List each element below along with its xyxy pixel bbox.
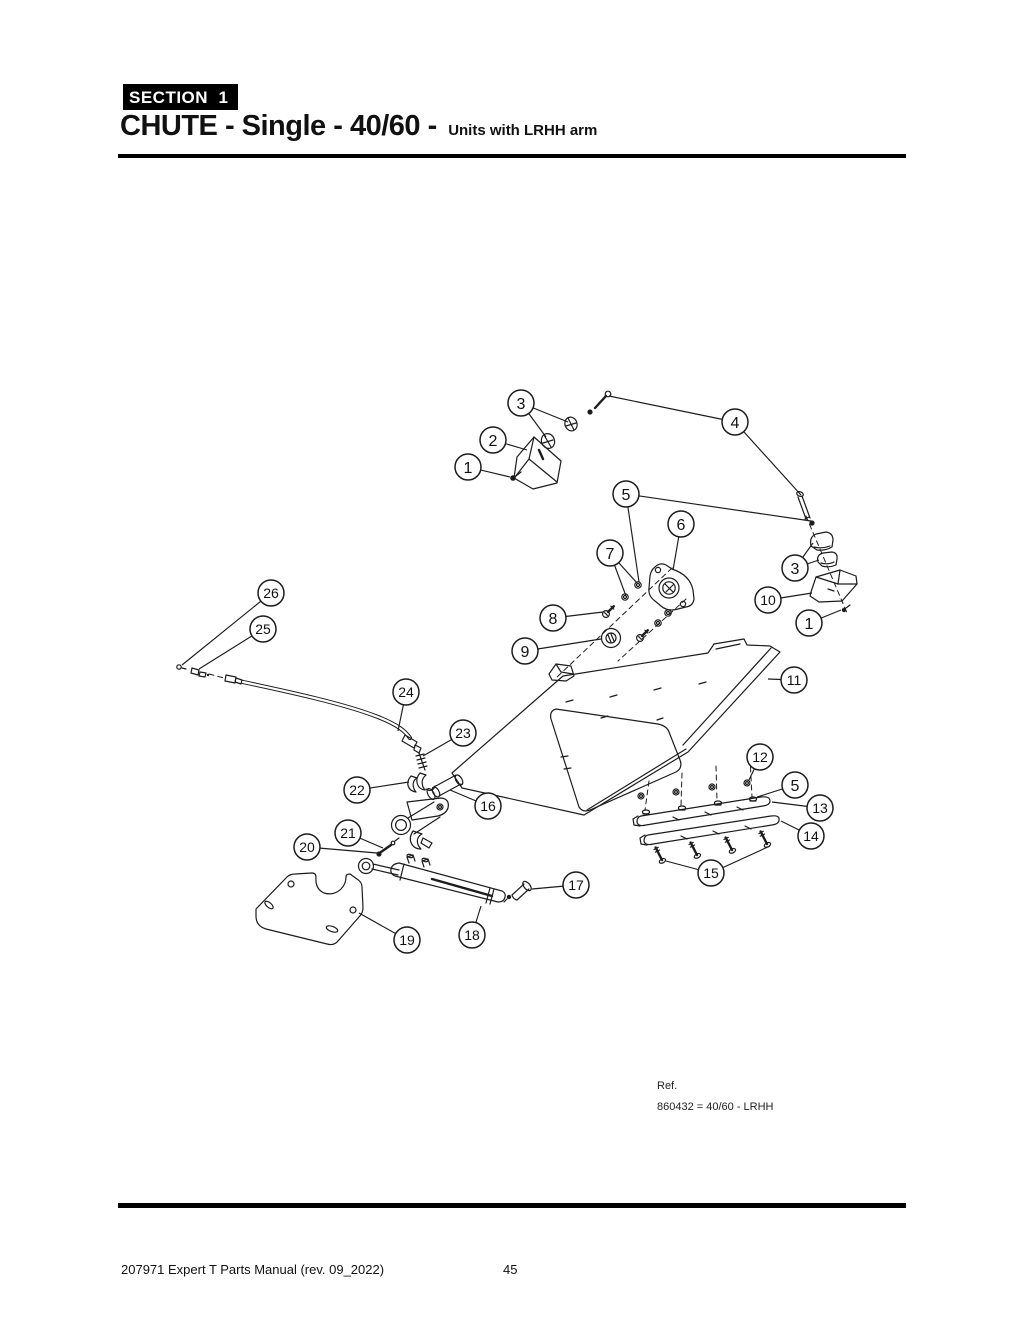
right-deflector-assembly	[796, 491, 858, 613]
callout-1: 1	[454, 453, 482, 481]
callout-leader-4	[608, 395, 736, 423]
callout-4: 4	[721, 408, 749, 436]
footer-page-number: 45	[503, 1262, 518, 1277]
callout-14: 14	[797, 822, 825, 850]
callout-leader-4	[734, 421, 802, 496]
callout-25: 25	[249, 615, 277, 643]
svg-text:7: 7	[606, 546, 615, 563]
svg-text:20: 20	[299, 839, 315, 855]
svg-text:5: 5	[791, 778, 800, 795]
svg-text:21: 21	[340, 825, 356, 841]
reference-value: 860432 = 40/60 - LRHH	[657, 1101, 774, 1113]
svg-text:8: 8	[549, 611, 558, 628]
svg-text:23: 23	[455, 725, 471, 741]
callout-15: 15	[697, 859, 725, 887]
callout-22: 22	[343, 776, 371, 804]
svg-text:26: 26	[263, 585, 279, 601]
svg-text:24: 24	[398, 684, 414, 700]
svg-text:1: 1	[805, 616, 814, 633]
mount-plate	[255, 872, 364, 946]
svg-text:2: 2	[489, 433, 498, 450]
svg-text:22: 22	[349, 782, 365, 798]
callout-2: 2	[479, 426, 507, 454]
chute-panel	[451, 638, 781, 816]
svg-text:25: 25	[255, 621, 271, 637]
svg-text:3: 3	[517, 396, 526, 413]
svg-text:10: 10	[760, 592, 776, 608]
svg-text:3: 3	[791, 561, 800, 578]
footer-rule	[118, 1203, 906, 1208]
callout-8: 8	[539, 604, 567, 632]
svg-text:17: 17	[568, 877, 584, 893]
svg-text:19: 19	[399, 932, 415, 948]
callout-18: 18	[458, 921, 486, 949]
svg-text:13: 13	[812, 800, 828, 816]
callout-leader-5	[625, 493, 640, 583]
callout-11: 11	[780, 666, 808, 694]
svg-text:9: 9	[521, 644, 530, 661]
callout-3: 3	[507, 389, 535, 417]
svg-text:4: 4	[731, 415, 740, 432]
svg-text:15: 15	[703, 865, 719, 881]
callout-19: 19	[393, 926, 421, 954]
page-title-main: CHUTE - Single - 40/60 -	[120, 110, 437, 142]
callout-5: 5	[781, 771, 809, 799]
page-title-sub: Units with LRHH arm	[448, 122, 598, 139]
callout-7: 7	[596, 539, 624, 567]
callout-20: 20	[293, 833, 321, 861]
callout-1: 1	[795, 609, 823, 637]
callout-leader-5	[625, 493, 812, 522]
page-title: CHUTE - Single - 40/60 - Units with LRHH…	[120, 110, 597, 143]
section-badge: SECTION 1	[123, 84, 239, 110]
callout-6: 6	[667, 510, 695, 538]
pivot-arm-assembly	[390, 774, 464, 850]
reference-label: Ref.	[657, 1080, 678, 1092]
reference-note: Ref. 860432 = 40/60 - LRHH	[657, 1080, 774, 1113]
svg-text:14: 14	[803, 828, 819, 844]
svg-text:11: 11	[787, 672, 802, 688]
header-rule	[118, 154, 906, 158]
callout-3: 3	[781, 554, 809, 582]
pivot-flange-assembly	[600, 563, 695, 649]
callout-12: 12	[746, 743, 774, 771]
callout-layer: 3214567310189262524231122161251314152120…	[181, 389, 842, 954]
svg-text:16: 16	[480, 798, 496, 814]
callout-16: 16	[474, 792, 502, 820]
wear-strip-assembly	[632, 779, 780, 864]
explode-guide-lines	[208, 515, 848, 811]
callout-24: 24	[392, 678, 420, 706]
callout-5: 5	[612, 480, 640, 508]
callout-21: 21	[334, 819, 362, 847]
svg-text:6: 6	[677, 517, 686, 534]
callout-26: 26	[257, 579, 285, 607]
top-deflector-assembly	[510, 390, 612, 490]
cylinder-assembly	[357, 837, 532, 905]
callout-13: 13	[806, 794, 834, 822]
callout-leader-26	[181, 592, 272, 666]
callout-9: 9	[511, 637, 539, 665]
callout-10: 10	[754, 586, 782, 614]
svg-text:12: 12	[752, 749, 768, 765]
footer-manual-info: 207971 Expert T Parts Manual (rev. 09_20…	[121, 1262, 385, 1277]
svg-text:1: 1	[464, 460, 473, 477]
svg-text:5: 5	[622, 487, 631, 504]
callout-17: 17	[562, 871, 590, 899]
callout-23: 23	[449, 719, 477, 747]
svg-text:18: 18	[464, 927, 480, 943]
